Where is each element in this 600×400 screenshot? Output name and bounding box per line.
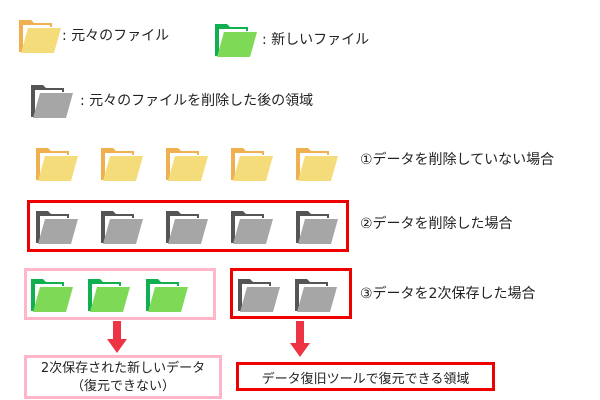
arrow-down-icon — [107, 321, 127, 353]
folder-deleted-icon — [166, 211, 208, 244]
new-data-box — [24, 268, 216, 320]
folder-deleted-icon — [101, 211, 143, 244]
new-data-callout: 2次保存された新しいデータ （復元できない） — [24, 355, 222, 399]
folder-new-icon — [31, 279, 73, 312]
case2-label: ②データを削除した場合 — [360, 216, 513, 232]
folder-new-icon — [146, 279, 188, 312]
folder-original-icon — [36, 148, 78, 181]
legend-original-label: : 元々のファイル — [62, 28, 170, 44]
folder-deleted-icon — [31, 85, 73, 118]
folder-original-icon — [19, 20, 61, 53]
folder-original-icon — [101, 148, 143, 181]
folder-deleted-icon — [238, 279, 280, 312]
folder-original-icon — [231, 148, 273, 181]
legend-deleted-label: : 元々のファイルを削除した後の領域 — [80, 93, 314, 109]
folder-new-icon — [215, 24, 257, 57]
recoverable-callout: データ復旧ツールで復元できる領域 — [236, 362, 495, 391]
recoverable-area-box — [230, 268, 352, 319]
case1-label: ①データを削除していない場合 — [360, 152, 555, 168]
folder-deleted-icon — [36, 211, 78, 244]
deleted-area-box — [27, 200, 349, 252]
folder-original-icon — [166, 148, 208, 181]
folder-original-icon — [296, 148, 338, 181]
folder-deleted-icon — [296, 211, 338, 244]
folder-deleted-icon — [295, 279, 337, 312]
legend-new-label: : 新しいファイル — [262, 32, 370, 48]
folder-new-icon — [88, 279, 130, 312]
folder-deleted-icon — [231, 211, 273, 244]
arrow-down-icon — [290, 321, 310, 357]
new-data-callout-line1: 2次保存された新しいデータ — [40, 361, 206, 376]
new-data-callout-line2: （復元できない） — [70, 379, 175, 394]
case3-label: ③データを2次保存した場合 — [360, 286, 536, 302]
recoverable-callout-text: データ復旧ツールで復元できる領域 — [261, 372, 470, 387]
